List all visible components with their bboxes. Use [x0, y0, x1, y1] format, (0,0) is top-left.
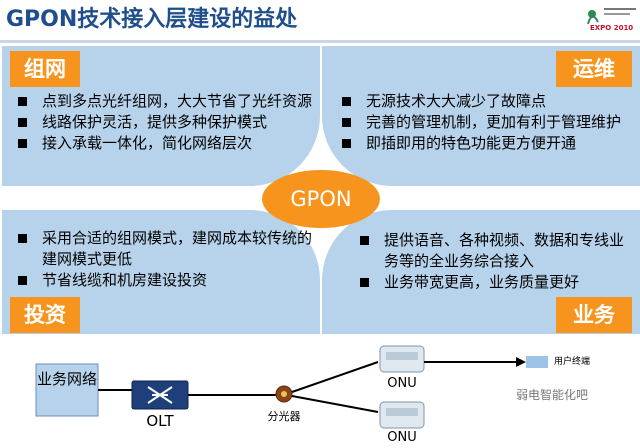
list-item: 点到多点光纤组网，大大节省了光纤资源 — [14, 91, 314, 112]
services-list: 提供语音、各种视频、数据和专线业务等的全业务综合接入 业务带宽更高，业务质量更好 — [356, 230, 632, 293]
list-item: 提供语音、各种视频、数据和专线业务等的全业务综合接入 — [356, 230, 632, 272]
onu-panel-2 — [386, 408, 418, 416]
service-network-box — [35, 363, 99, 417]
expo-logo — [587, 8, 636, 25]
operations-list: 无源技术大大减少了故障点 完善的管理机制，更加有利于管理维护 即插即用的特色功能… — [338, 91, 628, 154]
onu-label-1: ONU — [387, 376, 417, 391]
list-item: 业务带宽更高，业务质量更好 — [356, 272, 632, 293]
splitter-label: 分光器 — [267, 410, 301, 423]
user-terminal-label: 用户终端 — [554, 357, 591, 367]
list-item: 即插即用的特色功能更方便开通 — [338, 133, 628, 154]
investment-list: 采用合适的组网模式，建网成本较传统的建网模式更低 节省线缆和机房建设投资 — [14, 228, 314, 291]
arrow-head-terminal — [516, 357, 526, 367]
link-splitter-onu2 — [291, 395, 379, 413]
tag-investment: 投资 — [10, 297, 80, 333]
list-item: 无源技术大大减少了故障点 — [338, 91, 628, 112]
expo-logo-text: EXPO 2010 — [590, 24, 634, 32]
watermark: 弱电智能化吧 — [516, 388, 589, 402]
service-network-label: 业务网络 — [36, 370, 97, 388]
tag-networking: 组网 — [10, 51, 80, 87]
list-item: 节省线缆和机房建设投资 — [14, 270, 314, 291]
link-splitter-onu1 — [291, 361, 379, 393]
title-divider — [0, 40, 640, 43]
gpon-center-ellipse: GPON — [262, 170, 380, 228]
list-item: 线路保护灵活，提供多种保护模式 — [14, 112, 314, 133]
list-item: 接入承载一体化，简化网络层次 — [14, 133, 314, 154]
user-terminal-box — [526, 356, 548, 368]
tag-operations: 运维 — [556, 51, 632, 87]
tag-services: 业务 — [556, 297, 632, 333]
onu-panel-1 — [386, 352, 418, 360]
splitter-core — [281, 391, 287, 397]
networking-list: 点到多点光纤组网，大大节省了光纤资源 线路保护灵活，提供多种保护模式 接入承载一… — [14, 91, 314, 154]
olt-icon — [147, 386, 173, 404]
onu-label-2: ONU — [387, 430, 417, 445]
list-item: 采用合适的组网模式，建网成本较传统的建网模式更低 — [14, 228, 314, 270]
olt-label: OLT — [146, 412, 174, 430]
network-diagram — [35, 345, 526, 429]
page-title: GPON技术接入层建设的益处 — [6, 7, 298, 32]
list-item: 完善的管理机制，更加有利于管理维护 — [338, 112, 628, 133]
